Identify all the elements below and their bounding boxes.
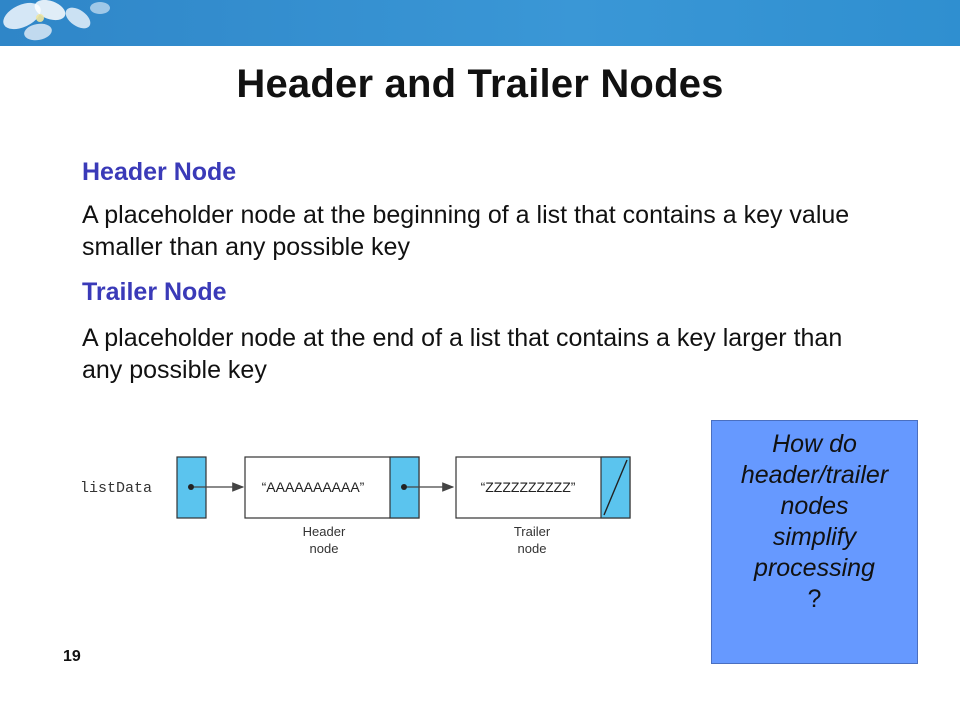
flower-decoration-icon	[3, 0, 110, 41]
null-slash-icon	[603, 459, 628, 516]
header-node-value: “AAAAAAAAAA”	[262, 479, 365, 495]
header-node-description: A placeholder node at the beginning of a…	[82, 201, 850, 261]
linked-list-diagram: listData “AAAAAAAAAA” “ZZZZZZZZZZ” Heade…	[80, 456, 631, 556]
trailer-node-description: A placeholder node at the end of a list …	[82, 324, 843, 384]
trailer-node-caption-line1: Trailer	[514, 524, 551, 539]
slide-title: Header and Trailer Nodes	[236, 62, 724, 106]
list-data-label: listData	[80, 480, 152, 497]
header-next-pointer-dot	[401, 484, 407, 490]
list-data-pointer-dot	[188, 484, 194, 490]
callout-line: ?	[807, 585, 822, 613]
header-node-caption-line1: Header	[303, 524, 346, 539]
callout-line: header/trailer	[740, 461, 889, 489]
header-node-caption-line2: node	[310, 541, 339, 556]
trailer-node-caption-line2: node	[518, 541, 547, 556]
callout-line: nodes	[780, 492, 849, 520]
slide-number: 19	[63, 648, 81, 665]
question-callout: How do header/trailer nodes simplify pro…	[711, 420, 918, 664]
trailer-node-heading: Trailer Node	[82, 278, 227, 306]
callout-line: simplify	[772, 523, 857, 551]
callout-line: How do	[772, 430, 857, 458]
trailer-node-value: “ZZZZZZZZZZ”	[481, 479, 576, 495]
top-banner	[0, 0, 960, 46]
header-node-heading: Header Node	[82, 158, 237, 186]
callout-line: processing	[754, 554, 875, 582]
